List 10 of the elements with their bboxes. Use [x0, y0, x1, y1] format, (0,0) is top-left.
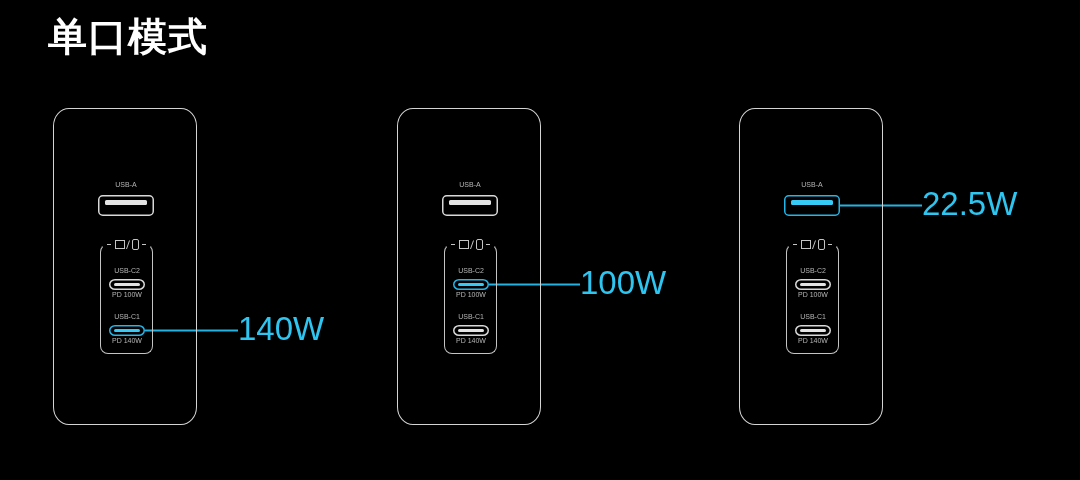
power-value-label: 22.5W — [922, 185, 1018, 223]
power-value-label: 100W — [580, 264, 667, 302]
leader-line — [839, 204, 923, 207]
leader-line — [488, 283, 581, 286]
leader-line — [144, 329, 239, 332]
page-title: 单口模式 — [48, 13, 208, 61]
charger-body — [53, 108, 197, 425]
power-value-label: 140W — [238, 310, 325, 348]
charger-body — [739, 108, 883, 425]
charger-body — [397, 108, 541, 425]
